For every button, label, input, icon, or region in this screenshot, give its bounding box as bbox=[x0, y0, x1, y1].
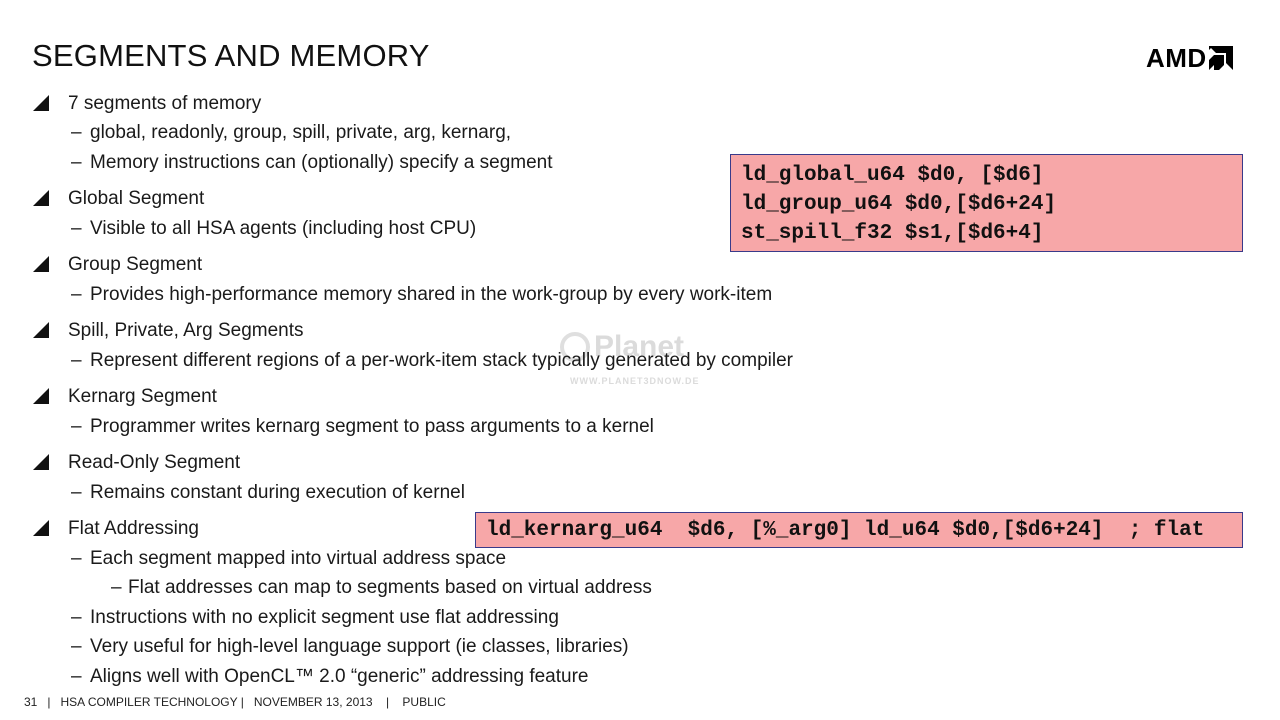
bullet-triangle-icon bbox=[33, 520, 49, 536]
footer-classification: PUBLIC bbox=[402, 695, 446, 709]
dash-icon: – bbox=[71, 284, 82, 305]
amd-logo-text: AMD bbox=[1146, 43, 1207, 73]
bullet-segments-of-memory: 7 segments of memory bbox=[68, 93, 262, 114]
sub-bullet: Each segment mapped into virtual address… bbox=[90, 548, 507, 569]
watermark-main: Planet bbox=[594, 330, 685, 363]
bullet-triangle-icon bbox=[33, 190, 49, 206]
bullet-flat-addressing: Flat Addressing bbox=[68, 518, 199, 539]
dash-icon: – bbox=[71, 548, 82, 569]
sub-bullet: Provides high-performance memory shared … bbox=[90, 284, 773, 305]
dash-icon: – bbox=[71, 152, 82, 173]
watermark-logo-icon bbox=[560, 332, 590, 362]
dash-icon: – bbox=[71, 666, 82, 687]
sub-bullet: Aligns well with OpenCL™ 2.0 “generic” a… bbox=[90, 666, 589, 687]
dash-icon: – bbox=[111, 577, 122, 598]
code-line: st_spill_f32 $s1,[$d6+4] bbox=[741, 222, 1044, 245]
dash-icon: – bbox=[71, 482, 82, 503]
dash-icon: – bbox=[71, 636, 82, 657]
bullet-read-only-segment: Read-Only Segment bbox=[68, 452, 241, 473]
sub-bullet: global, readonly, group, spill, private,… bbox=[90, 122, 512, 143]
code-box-flat-instructions: ld_kernarg_u64 $d6, [%_arg0] ld_u64 $d0,… bbox=[475, 512, 1243, 548]
bullet-global-segment: Global Segment bbox=[68, 188, 205, 209]
sub-bullet: Programmer writes kernarg segment to pas… bbox=[90, 416, 654, 437]
sub-bullet: Memory instructions can (optionally) spe… bbox=[90, 152, 553, 173]
sub-bullet: Very useful for high-level language supp… bbox=[90, 636, 629, 657]
amd-arrow-icon bbox=[1208, 46, 1233, 70]
watermark-url: WWW.PLANET3DNOW.DE bbox=[570, 376, 700, 386]
code-box-segment-instructions: ld_global_u64 $d0, [$d6] ld_group_u64 $d… bbox=[730, 154, 1243, 252]
bullet-triangle-icon bbox=[33, 388, 49, 404]
code-line: ld_kernarg_u64 $d6, [%_arg0] ld_u64 $d0,… bbox=[486, 519, 1205, 542]
dash-icon: – bbox=[71, 350, 82, 371]
sub-bullet: Instructions with no explicit segment us… bbox=[90, 607, 559, 628]
sub-bullet: Visible to all HSA agents (including hos… bbox=[90, 218, 477, 239]
sub-bullet: Represent different regions of a per-wor… bbox=[90, 350, 793, 371]
footer-org: HSA COMPILER TECHNOLOGY bbox=[60, 695, 238, 709]
bullet-triangle-icon bbox=[33, 322, 49, 338]
slide-title: SEGMENTS AND MEMORY bbox=[32, 38, 430, 73]
bullet-kernarg-segment: Kernarg Segment bbox=[68, 386, 217, 407]
code-line: ld_group_u64 $d0,[$d6+24] bbox=[741, 193, 1057, 216]
watermark: Planet WWW.PLANET3DNOW.DE bbox=[560, 332, 700, 386]
footer-date: NOVEMBER 13, 2013 bbox=[253, 695, 373, 709]
dash-icon: – bbox=[71, 218, 82, 239]
page-number: 31 bbox=[24, 695, 38, 709]
code-line: ld_global_u64 $d0, [$d6] bbox=[741, 164, 1044, 187]
sub-sub-bullet: Flat addresses can map to segments based… bbox=[128, 577, 652, 598]
bullet-triangle-icon bbox=[33, 454, 49, 470]
dash-icon: – bbox=[71, 416, 82, 437]
dash-icon: – bbox=[71, 607, 82, 628]
bullet-group-segment: Group Segment bbox=[68, 254, 203, 275]
sub-bullet: Remains constant during execution of ker… bbox=[90, 482, 465, 503]
bullet-triangle-icon bbox=[33, 95, 49, 111]
dash-icon: – bbox=[71, 122, 82, 143]
slide-footer: 31 | HSA COMPILER TECHNOLOGY | NOVEMBER … bbox=[24, 695, 446, 709]
amd-logo: AMD bbox=[1146, 45, 1233, 71]
bullet-triangle-icon bbox=[33, 256, 49, 272]
bullet-spill-private-arg: Spill, Private, Arg Segments bbox=[68, 320, 304, 341]
